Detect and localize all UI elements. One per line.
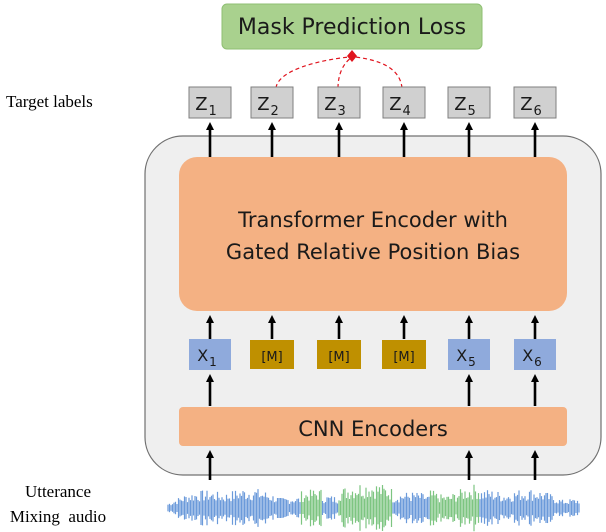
target-label-z5: Z5 bbox=[447, 86, 491, 119]
input-token-text: [M] bbox=[328, 350, 349, 365]
transformer-title-line1: Transformer Encoder with bbox=[237, 208, 508, 232]
input-token-x1: X1 bbox=[189, 339, 231, 370]
input-token-box bbox=[189, 339, 231, 370]
target-label-box bbox=[317, 86, 361, 119]
input-token-text: [M] bbox=[393, 350, 414, 365]
input-token-x5: X5 bbox=[448, 339, 490, 370]
cnn-encoder-box bbox=[179, 407, 567, 446]
target-label-z1: Z1 bbox=[188, 86, 232, 119]
cnn-encoder-label: CNN Encoders bbox=[298, 417, 448, 441]
input-token-box bbox=[514, 339, 556, 370]
target-label-box bbox=[250, 86, 294, 119]
target-label-z4: Z4 bbox=[382, 86, 426, 119]
input-token-box bbox=[448, 339, 490, 370]
input-token-box bbox=[382, 340, 426, 369]
target-labels-caption: Target labels bbox=[6, 92, 93, 111]
loss-label: Mask Prediction Loss bbox=[238, 15, 466, 40]
loss-connectors bbox=[275, 56, 403, 89]
target-label-box bbox=[447, 86, 491, 119]
target-label-box bbox=[188, 86, 232, 119]
input-token-box bbox=[250, 340, 294, 369]
input-token-mask: [M] bbox=[382, 340, 426, 369]
target-label-box bbox=[382, 86, 426, 119]
target-label-z3: Z3 bbox=[317, 86, 361, 119]
loss-junction-diamond bbox=[347, 50, 357, 62]
input-token-mask: [M] bbox=[317, 340, 361, 369]
input-token-x6: X6 bbox=[514, 339, 556, 370]
audio-caption-mixing: Mixing audio bbox=[10, 507, 106, 526]
input-token-text: [M] bbox=[261, 350, 282, 365]
loss-box bbox=[221, 3, 483, 50]
transformer-title-line2: Gated Relative Position Bias bbox=[226, 240, 520, 264]
transformer-encoder-box bbox=[179, 157, 567, 311]
target-label-box bbox=[513, 86, 557, 119]
input-token-mask: [M] bbox=[250, 340, 294, 369]
audio-waveform bbox=[167, 484, 580, 532]
target-label-z2: Z2 bbox=[250, 86, 294, 119]
input-token-box bbox=[317, 340, 361, 369]
audio-caption-utterance: Utterance bbox=[25, 482, 91, 501]
target-label-z6: Z6 bbox=[513, 86, 557, 119]
